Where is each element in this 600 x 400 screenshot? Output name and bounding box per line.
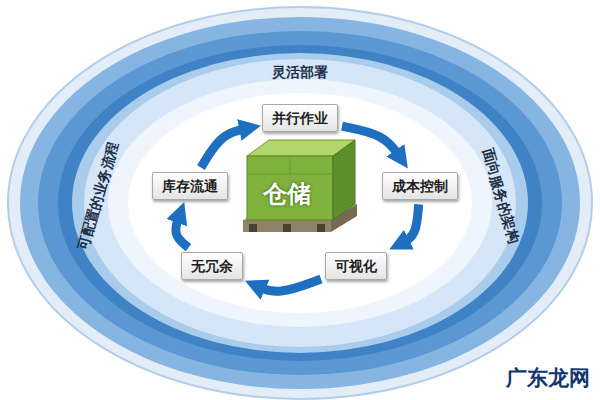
process-box: 并行作业 (262, 104, 338, 133)
watermark: 广东龙网 (506, 364, 590, 392)
box-label: 成本控制 (392, 178, 448, 195)
ring-label: 灵活部署 (272, 64, 328, 82)
storage-box: 仓储 (239, 134, 361, 238)
cycle-arrow (201, 128, 248, 167)
process-box: 可视化 (325, 252, 387, 281)
cycle-arrow (401, 204, 419, 243)
box-label: 库存流通 (162, 178, 218, 195)
center-title: 仓储 (253, 178, 321, 210)
process-box: 成本控制 (382, 172, 458, 201)
process-box: 库存流通 (152, 172, 228, 201)
process-box: 无冗余 (181, 252, 243, 281)
box-label: 可视化 (335, 258, 377, 275)
box-label: 并行作业 (272, 110, 328, 127)
cycle-arrow (257, 279, 321, 291)
box-label: 无冗余 (191, 258, 233, 275)
cycle-arrow (176, 214, 189, 247)
